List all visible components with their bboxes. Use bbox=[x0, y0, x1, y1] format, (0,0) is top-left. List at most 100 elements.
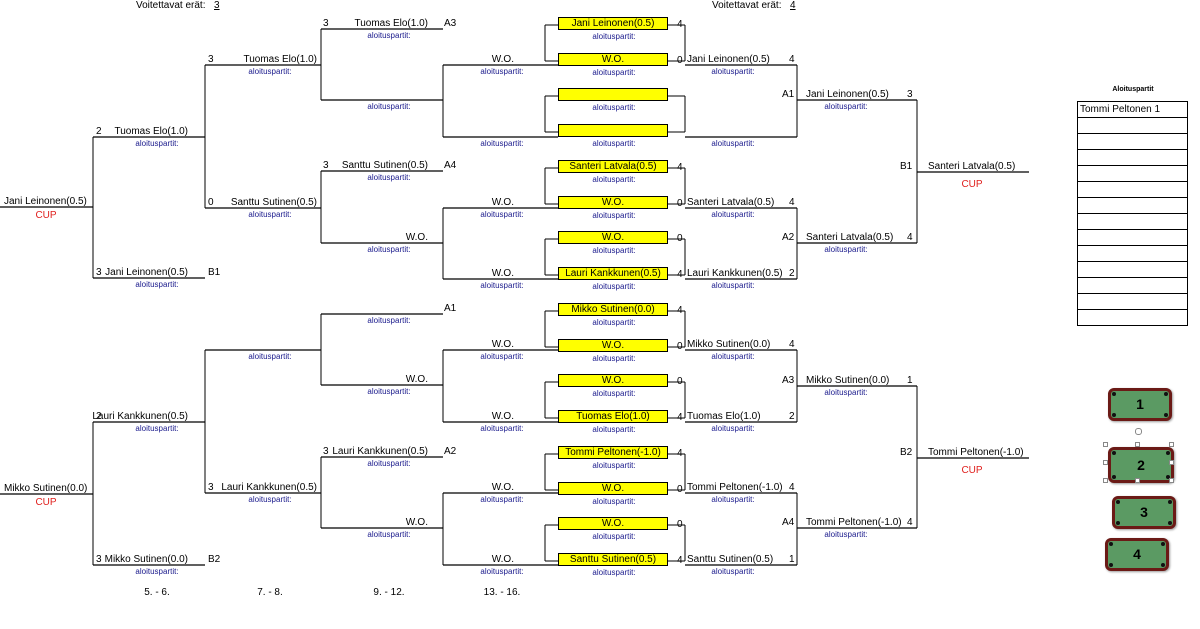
c2-player-name[interactable]: Tuomas Elo(1.0) bbox=[243, 54, 317, 65]
c2-aloituspartit[interactable]: aloituspartit: bbox=[248, 495, 292, 504]
aloitus-row[interactable] bbox=[1078, 150, 1187, 166]
c4-aloituspartit[interactable]: aloituspartit: bbox=[480, 281, 524, 290]
match-aloituspartit[interactable]: aloituspartit: bbox=[592, 497, 636, 506]
selection-handle[interactable] bbox=[1103, 478, 1108, 483]
match-aloituspartit[interactable]: aloituspartit: bbox=[592, 389, 636, 398]
c3-aloituspartit[interactable]: aloituspartit: bbox=[367, 245, 411, 254]
match-player-box[interactable]: W.O. bbox=[558, 482, 668, 495]
r2-aloituspartit[interactable]: aloituspartit: bbox=[824, 388, 868, 397]
pool-table-button-3[interactable]: 3 bbox=[1112, 496, 1176, 529]
selection-handle[interactable] bbox=[1103, 442, 1108, 447]
c4-player-name[interactable]: W.O. bbox=[491, 339, 514, 350]
c2-player-name[interactable]: Santtu Sutinen(0.5) bbox=[230, 197, 317, 208]
c4-player-name[interactable]: W.O. bbox=[491, 268, 514, 279]
c2-aloituspartit[interactable]: aloituspartit: bbox=[248, 210, 292, 219]
c4-player-name[interactable]: W.O. bbox=[491, 54, 514, 65]
r1-player-name[interactable]: Santtu Sutinen(0.5) bbox=[687, 554, 774, 565]
c3-player-name[interactable]: W.O. bbox=[405, 374, 428, 385]
match-player-box[interactable]: Jani Leinonen(0.5) bbox=[558, 17, 668, 30]
match-aloituspartit[interactable]: aloituspartit: bbox=[592, 68, 636, 77]
r1-aloituspartit[interactable]: aloituspartit: bbox=[711, 281, 755, 290]
c3-aloituspartit[interactable]: aloituspartit: bbox=[367, 31, 411, 40]
c3-player-name[interactable]: W.O. bbox=[405, 517, 428, 528]
c1-player-name[interactable]: Mikko Sutinen(0.0) bbox=[104, 554, 188, 565]
rotate-handle-icon[interactable] bbox=[1135, 428, 1142, 435]
c3-player-name[interactable]: W.O. bbox=[405, 232, 428, 243]
r2-aloituspartit[interactable]: aloituspartit: bbox=[824, 530, 868, 539]
c1-player-name[interactable]: Tuomas Elo(1.0) bbox=[114, 126, 188, 137]
selection-handle[interactable] bbox=[1169, 460, 1174, 465]
match-player-box[interactable]: W.O. bbox=[558, 339, 668, 352]
aloitus-row[interactable] bbox=[1078, 182, 1187, 198]
match-aloituspartit[interactable]: aloituspartit: bbox=[592, 532, 636, 541]
aloitus-row[interactable] bbox=[1078, 230, 1187, 246]
r2-aloituspartit[interactable]: aloituspartit: bbox=[824, 102, 868, 111]
c3-aloituspartit[interactable]: aloituspartit: bbox=[367, 102, 411, 111]
r1-player-name[interactable]: Jani Leinonen(0.5) bbox=[687, 54, 770, 65]
c4-player-name[interactable]: W.O. bbox=[491, 554, 514, 565]
r1-player-name[interactable]: Tommi Peltonen(-1.0) bbox=[687, 482, 783, 493]
r1-aloituspartit[interactable]: aloituspartit: bbox=[711, 210, 755, 219]
match-aloituspartit[interactable]: aloituspartit: bbox=[592, 461, 636, 470]
r3-player-name[interactable]: Tommi Peltonen(-1.0) bbox=[928, 447, 1024, 458]
left-sets-value[interactable]: 3 bbox=[214, 0, 220, 11]
c4-aloituspartit[interactable]: aloituspartit: bbox=[480, 424, 524, 433]
aloitus-row[interactable] bbox=[1078, 166, 1187, 182]
aloitus-row[interactable] bbox=[1078, 118, 1187, 134]
match-aloituspartit[interactable]: aloituspartit: bbox=[592, 32, 636, 41]
r2-player-name[interactable]: Jani Leinonen(0.5) bbox=[806, 89, 889, 100]
c4-player-name[interactable]: W.O. bbox=[491, 482, 514, 493]
match-aloituspartit[interactable]: aloituspartit: bbox=[592, 354, 636, 363]
pool-table-button-1[interactable]: 1 bbox=[1108, 388, 1172, 421]
c2-aloituspartit[interactable]: aloituspartit: bbox=[248, 352, 292, 361]
r1-aloituspartit[interactable]: aloituspartit: bbox=[711, 139, 755, 148]
match-player-box[interactable]: Santtu Sutinen(0.5) bbox=[558, 553, 668, 566]
aloitus-row[interactable] bbox=[1078, 310, 1187, 325]
r2-player-name[interactable]: Santeri Latvala(0.5) bbox=[806, 232, 894, 243]
aloitus-row[interactable] bbox=[1078, 214, 1187, 230]
c3-player-name[interactable]: Santtu Sutinen(0.5) bbox=[341, 160, 428, 171]
c3-player-name[interactable]: Lauri Kankkunen(0.5) bbox=[332, 446, 428, 457]
match-aloituspartit[interactable]: aloituspartit: bbox=[592, 103, 636, 112]
r3-player-name[interactable]: Santeri Latvala(0.5) bbox=[928, 161, 1016, 172]
r2-aloituspartit[interactable]: aloituspartit: bbox=[824, 245, 868, 254]
aloitus-row[interactable] bbox=[1078, 278, 1187, 294]
c2-aloituspartit[interactable]: aloituspartit: bbox=[248, 67, 292, 76]
c4-aloituspartit[interactable]: aloituspartit: bbox=[480, 352, 524, 361]
r1-player-name[interactable]: Santeri Latvala(0.5) bbox=[687, 197, 775, 208]
r1-aloituspartit[interactable]: aloituspartit: bbox=[711, 567, 755, 576]
match-aloituspartit[interactable]: aloituspartit: bbox=[592, 568, 636, 577]
selection-handle[interactable] bbox=[1169, 478, 1174, 483]
aloitus-row[interactable] bbox=[1078, 294, 1187, 310]
aloitus-row[interactable] bbox=[1078, 134, 1187, 150]
pool-table-button-2[interactable]: 2 bbox=[1108, 447, 1174, 483]
c1-aloituspartit[interactable]: aloituspartit: bbox=[135, 567, 179, 576]
c4-aloituspartit[interactable]: aloituspartit: bbox=[480, 139, 524, 148]
match-aloituspartit[interactable]: aloituspartit: bbox=[592, 318, 636, 327]
c4-aloituspartit[interactable]: aloituspartit: bbox=[480, 210, 524, 219]
r1-player-name[interactable]: Tuomas Elo(1.0) bbox=[687, 411, 761, 422]
match-player-box[interactable]: W.O. bbox=[558, 517, 668, 530]
c3-aloituspartit[interactable]: aloituspartit: bbox=[367, 173, 411, 182]
match-player-box[interactable]: W.O. bbox=[558, 53, 668, 66]
match-player-box[interactable]: Santeri Latvala(0.5) bbox=[558, 160, 668, 173]
r1-aloituspartit[interactable]: aloituspartit: bbox=[711, 352, 755, 361]
c2-player-name[interactable]: Lauri Kankkunen(0.5) bbox=[221, 482, 317, 493]
r2-player-name[interactable]: Mikko Sutinen(0.0) bbox=[806, 375, 890, 386]
aloitus-row[interactable]: Tommi Peltonen 1 bbox=[1078, 102, 1187, 118]
match-player-box[interactable]: Tommi Peltonen(-1.0) bbox=[558, 446, 668, 459]
c1-aloituspartit[interactable]: aloituspartit: bbox=[135, 280, 179, 289]
match-player-box[interactable]: Lauri Kankkunen(0.5) bbox=[558, 267, 668, 280]
match-aloituspartit[interactable]: aloituspartit: bbox=[592, 425, 636, 434]
c1-player-name[interactable]: Jani Leinonen(0.5) bbox=[105, 267, 188, 278]
c3-aloituspartit[interactable]: aloituspartit: bbox=[367, 316, 411, 325]
pool-table-button-4[interactable]: 4 bbox=[1105, 538, 1169, 571]
left-final-name[interactable]: Jani Leinonen(0.5) bbox=[4, 196, 87, 207]
match-player-box[interactable] bbox=[558, 124, 668, 137]
match-player-box[interactable]: Mikko Sutinen(0.0) bbox=[558, 303, 668, 316]
selection-handle[interactable] bbox=[1135, 478, 1140, 483]
match-player-box[interactable]: W.O. bbox=[558, 231, 668, 244]
left-final-name[interactable]: Mikko Sutinen(0.0) bbox=[4, 483, 88, 494]
r1-aloituspartit[interactable]: aloituspartit: bbox=[711, 424, 755, 433]
c4-aloituspartit[interactable]: aloituspartit: bbox=[480, 67, 524, 76]
